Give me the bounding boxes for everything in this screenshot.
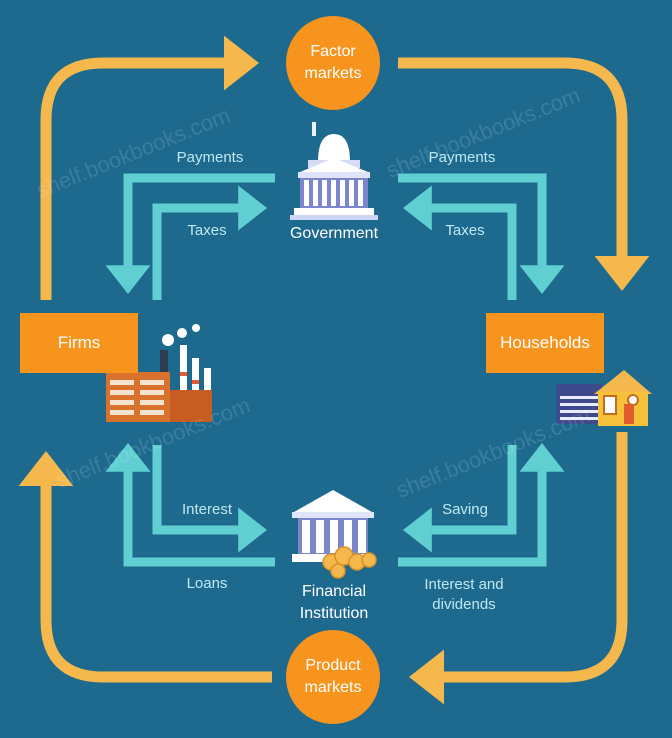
loans-label: Loans: [186, 575, 228, 592]
product-markets-circle: [286, 630, 380, 724]
taxes-right-label: Taxes: [445, 222, 485, 239]
taxes-households-to-government-arrow: [403, 185, 517, 300]
households-label: Households: [500, 333, 590, 352]
payments-right-label: Payments: [428, 149, 496, 166]
product-markets-to-firms-arrow: [18, 451, 272, 683]
government-label: Government: [289, 225, 379, 242]
firms-label: Firms: [57, 333, 101, 352]
interest-dividends-bank-to-households-arrow: [398, 443, 565, 567]
taxes-firms-to-government-arrow: [152, 185, 267, 300]
payments-government-to-firms-arrow: [105, 173, 275, 294]
interest-label: Interest: [181, 501, 233, 518]
government-building-icon: [290, 122, 378, 220]
loans-bank-to-firms-arrow: [105, 443, 275, 567]
households-to-product-markets-arrow: [409, 432, 628, 705]
saving-label: Saving: [442, 501, 488, 518]
factory-icon: [106, 324, 212, 422]
firms-to-factor-markets-arrow: [40, 35, 259, 300]
factor-markets-to-households-arrow: [398, 57, 650, 291]
saving-households-to-bank-arrow: [403, 445, 517, 553]
households-box: Households: [486, 313, 604, 373]
interest-firms-to-bank-arrow: [152, 445, 267, 553]
taxes-left-label: Taxes: [187, 222, 227, 239]
house-icon: [556, 370, 652, 426]
firms-box: Firms: [20, 313, 138, 373]
payments-government-to-households-arrow: [398, 173, 565, 294]
bank-icon: [292, 490, 377, 579]
factor-markets-circle: [286, 16, 380, 110]
outer-flow-loop: [18, 35, 650, 705]
inner-flow-loops: [105, 173, 565, 567]
payments-left-label: Payments: [176, 149, 244, 166]
